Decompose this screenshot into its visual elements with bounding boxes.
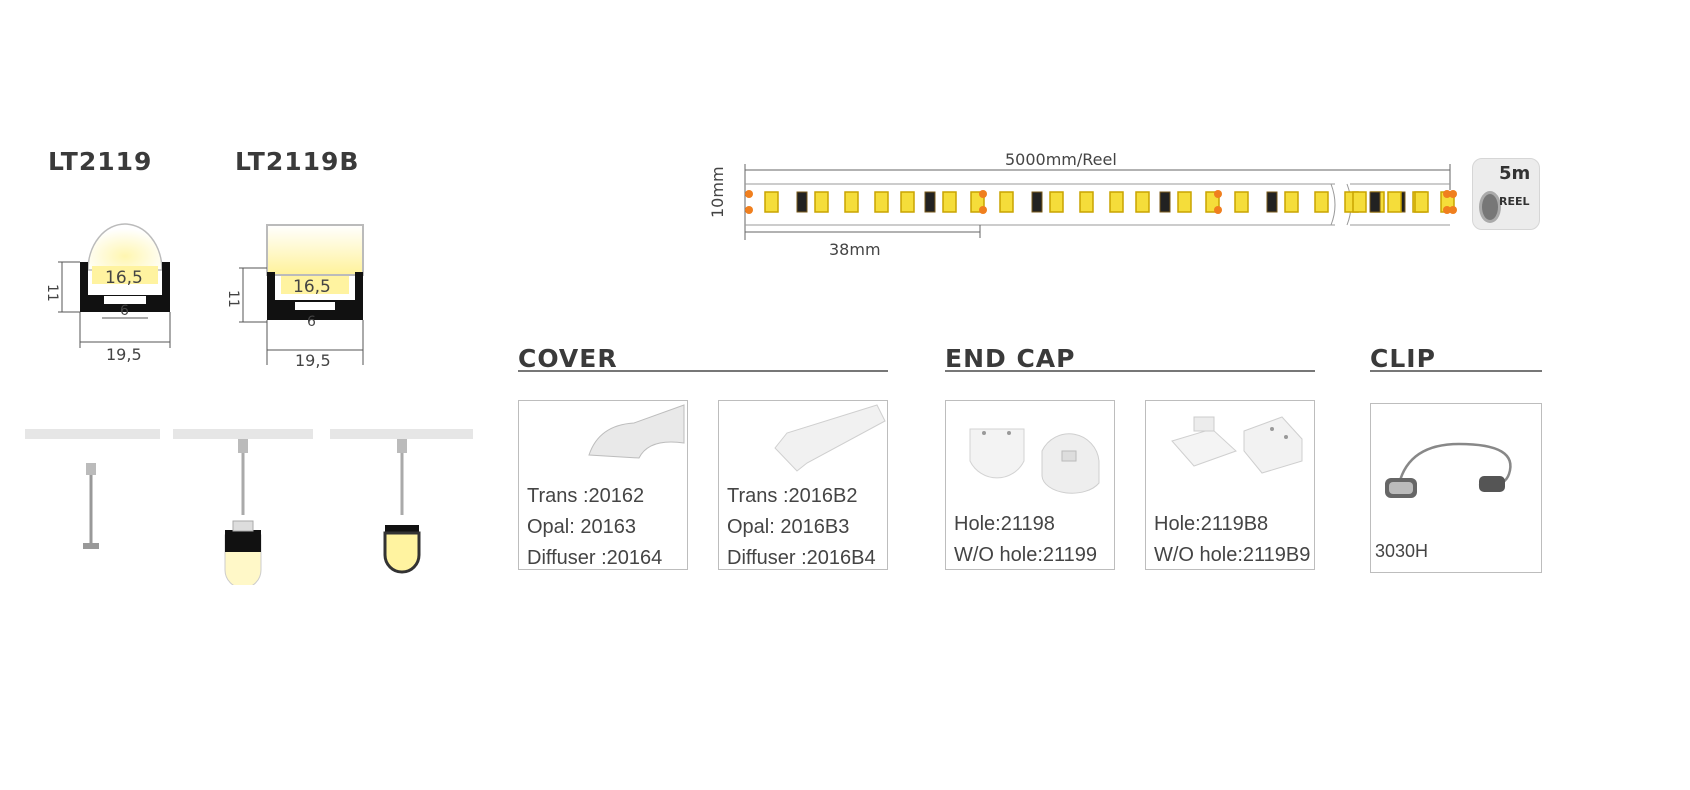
round-cover-image [588,404,685,459]
solder-pad [979,190,987,198]
led-chip [844,191,859,213]
solder-pad [1443,206,1451,214]
profile-model-lt2119b: LT2119B [235,147,360,176]
reel-badge: 5m REEL [1472,158,1540,230]
profile-model-lt2119: LT2119 [48,147,153,176]
led-chip [1177,191,1192,213]
solder-pad [1449,206,1457,214]
section-title-end-cap: END CAP [945,344,1076,373]
svg-text:16,5: 16,5 [105,268,143,288]
profile-lt2119b-drawing: 16,5 6 11 19,5 [225,224,364,370]
section-title-cover: COVER [518,344,618,373]
led-chip [1352,191,1367,213]
svg-text:11: 11 [225,290,241,308]
cover-square-diffuser: Diffuser :2016B4 [727,547,876,569]
end-cap-round-hole: Hole:21198 [954,513,1055,535]
cover-square-opal: Opal: 2016B3 [727,516,850,538]
section-divider-clip [1370,370,1542,372]
solder-pad [745,190,753,198]
led-chip [900,191,915,213]
led-chip [999,191,1014,213]
led-chip [1387,191,1402,213]
cover-round-diffuser: Diffuser :20164 [527,547,663,569]
clip-card: 3030H [1370,403,1542,573]
led-strip-drawing [744,164,1457,240]
reel-label: REEL [1499,195,1530,208]
end-cap-square-no-hole: W/O hole:2119B9 [1154,544,1311,566]
strip-length-label: 5000mm/Reel [1005,150,1117,169]
resistor-chip [796,191,808,213]
led-chip [1135,191,1150,213]
profile-cross-section-drawings: 16,5 6 11 19,5 16,5 6 11 19,5 [44,223,364,370]
clip-code: 3030H [1375,541,1429,561]
section-divider-end-cap [945,370,1315,372]
resistor-chip [1031,191,1043,213]
led-chip [874,191,889,213]
cover-card-round: Trans :20162 Opal: 20163 Diffuser :20164 [518,400,688,570]
end-cap-square-codes: Hole:2119B8 W/O hole:2119B9 [1154,509,1310,571]
section-title-clip: CLIP [1370,344,1436,373]
cover-round-opal: Opal: 20163 [527,516,636,538]
cover-round-trans: Trans :20162 [527,485,645,507]
solder-pad [979,206,987,214]
led-chip [764,191,779,213]
svg-text:19,5: 19,5 [106,345,142,364]
svg-text:11: 11 [44,284,60,302]
cover-square-codes: Trans :2016B2 Opal: 2016B3 Diffuser :201… [727,481,876,574]
svg-text:6: 6 [120,303,129,319]
solder-pad [1443,190,1451,198]
led-chip [942,191,957,213]
resistor-chip [1369,191,1381,213]
led-chip [1284,191,1299,213]
led-chip [1314,191,1329,213]
strip-cut-length-label: 38mm [829,240,881,259]
cover-card-square: Trans :2016B2 Opal: 2016B3 Diffuser :201… [718,400,888,570]
resistor-chip [924,191,936,213]
svg-text:16,5: 16,5 [293,277,331,297]
reel-icon [1479,191,1501,223]
section-divider-cover [518,370,888,372]
suspension-installation-illustrations [25,429,473,585]
cover-square-trans: Trans :2016B2 [727,485,858,507]
resistor-chip [1266,191,1278,213]
led-chip [1049,191,1064,213]
solder-pad [745,206,753,214]
solder-pad [1449,190,1457,198]
led-chip [1414,191,1429,213]
square-cover-image [774,404,886,472]
svg-text:6: 6 [307,314,316,330]
solder-pad [1214,206,1222,214]
resistor-chip [1159,191,1171,213]
solder-pad [1214,190,1222,198]
round-end-cap-image [969,428,1100,494]
end-cap-card-square: Hole:2119B8 W/O hole:2119B9 [1145,400,1315,570]
end-cap-square-hole: Hole:2119B8 [1154,513,1269,535]
reel-length: 5m [1499,163,1531,184]
profile-lt2119-drawing: 16,5 6 11 19,5 [44,223,171,364]
end-cap-round-codes: Hole:21198 W/O hole:21199 [954,509,1097,571]
cover-round-codes: Trans :20162 Opal: 20163 Diffuser :20164 [527,481,662,574]
suspension-clip-image [1385,442,1512,498]
led-chip [1234,191,1249,213]
svg-text:19,5: 19,5 [295,351,331,370]
square-end-cap-image [1171,416,1303,474]
end-cap-round-no-hole: W/O hole:21199 [954,544,1098,566]
led-chip [814,191,829,213]
led-chip [1079,191,1094,213]
end-cap-card-round: Hole:21198 W/O hole:21199 [945,400,1115,570]
led-chip [1109,191,1124,213]
